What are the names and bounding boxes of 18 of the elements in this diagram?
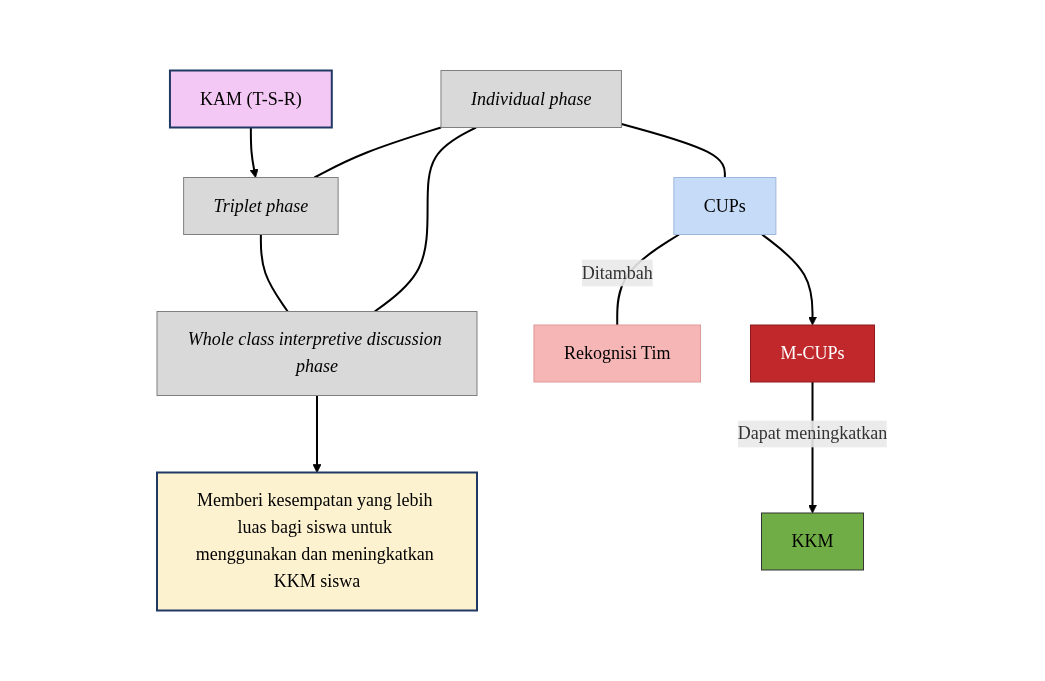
connector	[620, 122, 727, 179]
node-box: Whole class interpretive discussion phase	[156, 311, 478, 396]
node-box: KKM	[761, 512, 865, 571]
edge-label: Dapat meningkatkan	[738, 423, 888, 444]
node-box: Rekognisi Tim	[533, 324, 702, 383]
connector	[374, 126, 478, 313]
connector	[313, 126, 443, 179]
node-box: CUPs	[673, 177, 777, 235]
arrow	[250, 126, 259, 178]
node-box: Triplet phase	[183, 177, 339, 235]
edge-label: Ditambah	[582, 262, 654, 283]
node-box: M-CUPs	[750, 324, 876, 383]
arrow	[761, 233, 818, 326]
node-box: Individual phase	[440, 70, 623, 128]
node-box: KAM (T-S-R)	[169, 69, 334, 129]
node-box: Memberi kesempatan yang lebih luas bagi siswa untuk menggunakan dan meningkatkan KKM siswa	[156, 471, 479, 612]
arrow	[312, 394, 322, 473]
connector	[260, 233, 290, 313]
